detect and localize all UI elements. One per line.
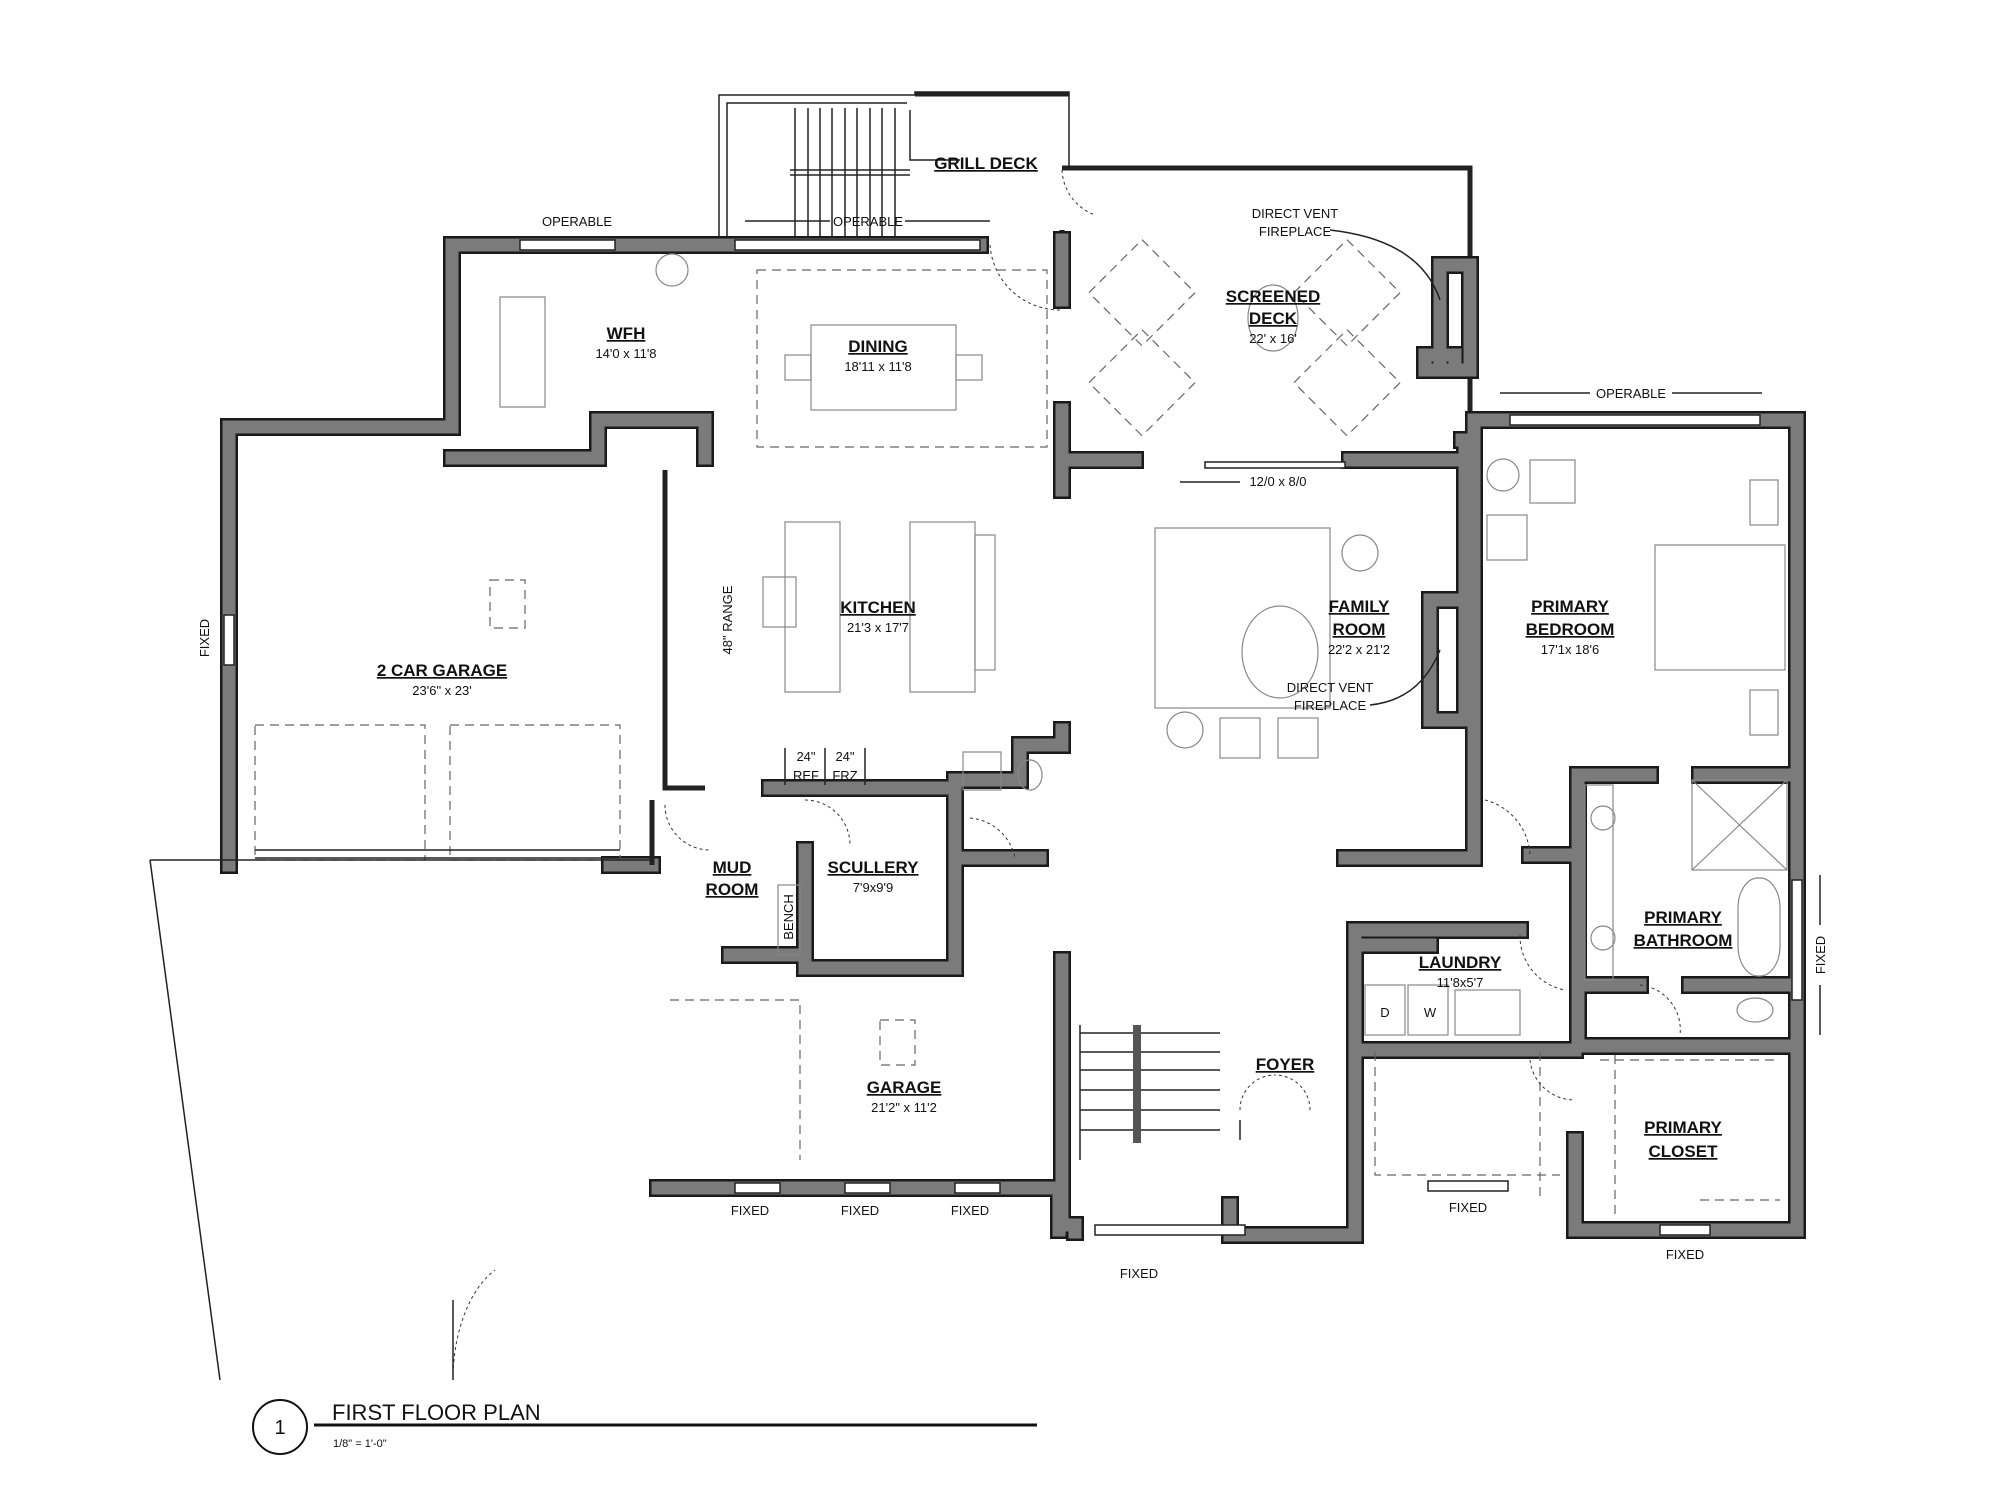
room-size-wfh: 14'0 x 11'8 [595, 346, 656, 361]
note-fixed-laundry: FIXED [1449, 1200, 1487, 1215]
room-label-screened-deck-1: SCREENED [1226, 287, 1320, 306]
room-size-family: 22'2 x 21'2 [1328, 642, 1390, 657]
room-label-grill-deck: GRILL DECK [934, 154, 1038, 173]
door-swings [664, 169, 1681, 1111]
note-washer: W [1424, 1005, 1437, 1020]
room-label-primary-closet-2: CLOSET [1649, 1142, 1719, 1161]
note-fixed-closet: FIXED [1666, 1247, 1704, 1262]
note-fixed-foyer: FIXED [1120, 1266, 1158, 1281]
room-label-scullery: SCULLERY [828, 858, 920, 877]
room-label-foyer: FOYER [1256, 1055, 1315, 1074]
room-label-family-1: FAMILY [1329, 597, 1390, 616]
garage-doors [149, 269, 1048, 1381]
note-fixed-garage-side: FIXED [197, 619, 212, 657]
note-ref-1: 24" [796, 749, 815, 764]
note-dryer: D [1380, 1005, 1389, 1020]
room-label-primary-bath-2: BATHROOM [1634, 931, 1733, 950]
room-label-mud-2: ROOM [706, 880, 759, 899]
room-size-dining: 18'11 x 11'8 [844, 359, 911, 374]
title-block: 1 FIRST FLOOR PLAN 1/8" = 1'-0" [252, 1399, 1037, 1455]
note-fireplace-deck-2: FIREPLACE [1259, 224, 1332, 239]
room-label-laundry: LAUNDRY [1419, 953, 1502, 972]
note-slider-size: 12/0 x 8/0 [1249, 474, 1306, 489]
room-size-scullery: 7'9x9'9 [853, 880, 893, 895]
note-frz-1: 24" [835, 749, 854, 764]
note-operable-dining: OPERABLE [833, 214, 903, 229]
room-label-screened-deck-2: DECK [1249, 309, 1298, 328]
room-size-laundry: 11'8x5'7 [1437, 975, 1484, 990]
room-label-wfh: WFH [607, 324, 646, 343]
room-label-primary-bedroom-2: BEDROOM [1526, 620, 1615, 639]
plan-title: FIRST FLOOR PLAN [332, 1400, 541, 1425]
note-fixed-garage-3: FIXED [951, 1203, 989, 1218]
windows [223, 239, 1803, 1236]
room-labels: 2 CAR GARAGE 23'6" x 23' WFH 14'0 x 11'8… [377, 154, 1733, 1161]
room-label-primary-closet-1: PRIMARY [1644, 1118, 1722, 1137]
note-range: 48" RANGE [720, 585, 735, 654]
room-label-2-car-garage: 2 CAR GARAGE [377, 661, 507, 680]
room-size-screened-deck: 22' x 16' [1249, 331, 1297, 346]
note-ref-2: REF [793, 768, 819, 783]
room-label-family-2: ROOM [1333, 620, 1386, 639]
note-bench: BENCH [781, 894, 796, 940]
walls [229, 240, 1797, 1235]
furniture [499, 238, 1788, 1220]
room-label-dining: DINING [848, 337, 908, 356]
room-size-2-car-garage: 23'6" x 23' [412, 683, 471, 698]
note-operable-bedroom: OPERABLE [1596, 386, 1666, 401]
room-size-garage: 21'2" x 11'2 [871, 1100, 937, 1115]
note-fixed-garage-2: FIXED [841, 1203, 879, 1218]
grill-deck-frame [718, 91, 1070, 245]
drawing-number: 1 [274, 1417, 285, 1439]
room-label-mud-1: MUD [713, 858, 752, 877]
room-size-primary-bedroom: 17'1x 18'6 [1541, 642, 1599, 657]
plan-scale: 1/8" = 1'-0" [333, 1438, 387, 1450]
room-size-kitchen: 21'3 x 17'7 [847, 620, 909, 635]
note-fixed-bath: FIXED [1813, 936, 1828, 974]
note-frz-2: FRZ [832, 768, 857, 783]
note-fireplace-family-2: FIREPLACE [1294, 698, 1367, 713]
note-fixed-garage-1: FIXED [731, 1203, 769, 1218]
room-label-kitchen: KITCHEN [840, 598, 916, 617]
room-label-primary-bath-1: PRIMARY [1644, 908, 1722, 927]
note-fireplace-family-1: DIRECT VENT [1287, 680, 1373, 695]
annotations: OPERABLE OPERABLE OPERABLE DIRECT VENT F… [197, 206, 1828, 1281]
note-operable-wfh: OPERABLE [542, 214, 612, 229]
room-label-primary-bedroom-1: PRIMARY [1531, 597, 1609, 616]
room-label-garage: GARAGE [867, 1078, 942, 1097]
note-fireplace-deck-1: DIRECT VENT [1252, 206, 1338, 221]
